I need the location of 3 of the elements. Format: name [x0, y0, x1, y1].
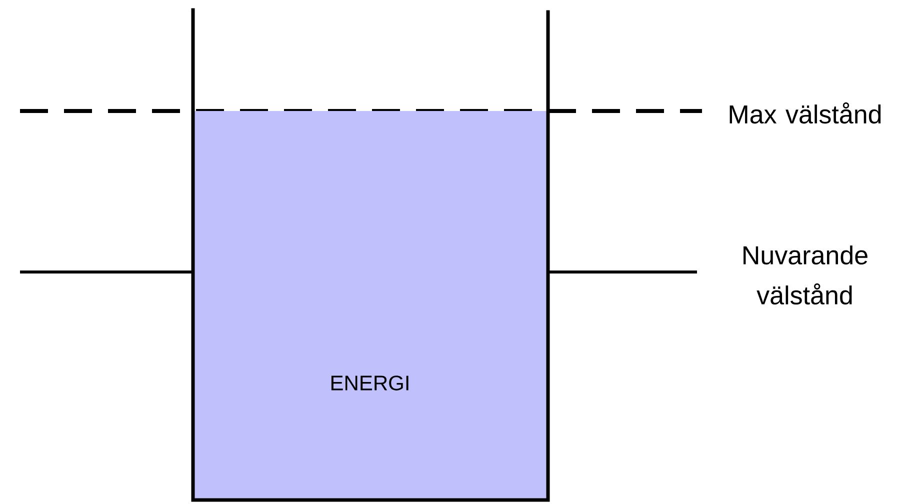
energy-fill: ENERGI	[193, 111, 548, 500]
level-label: Max välstånd	[730, 102, 881, 124]
level-label: Nuvarande välstånd	[744, 245, 868, 305]
